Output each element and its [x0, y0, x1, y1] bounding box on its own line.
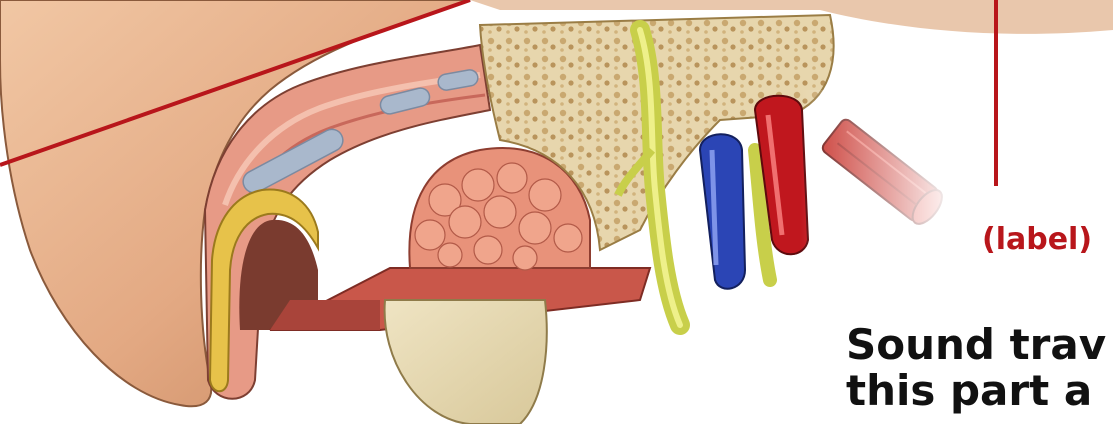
- vein: [700, 134, 745, 288]
- caption-line-2: this part a: [846, 368, 1106, 414]
- caption: Sound trav this part a: [846, 322, 1106, 414]
- label-placeholder: (label): [982, 222, 1092, 257]
- caption-line-1: Sound trav: [846, 322, 1106, 368]
- fade-overlay: [800, 90, 960, 320]
- bone-lump: [385, 300, 547, 424]
